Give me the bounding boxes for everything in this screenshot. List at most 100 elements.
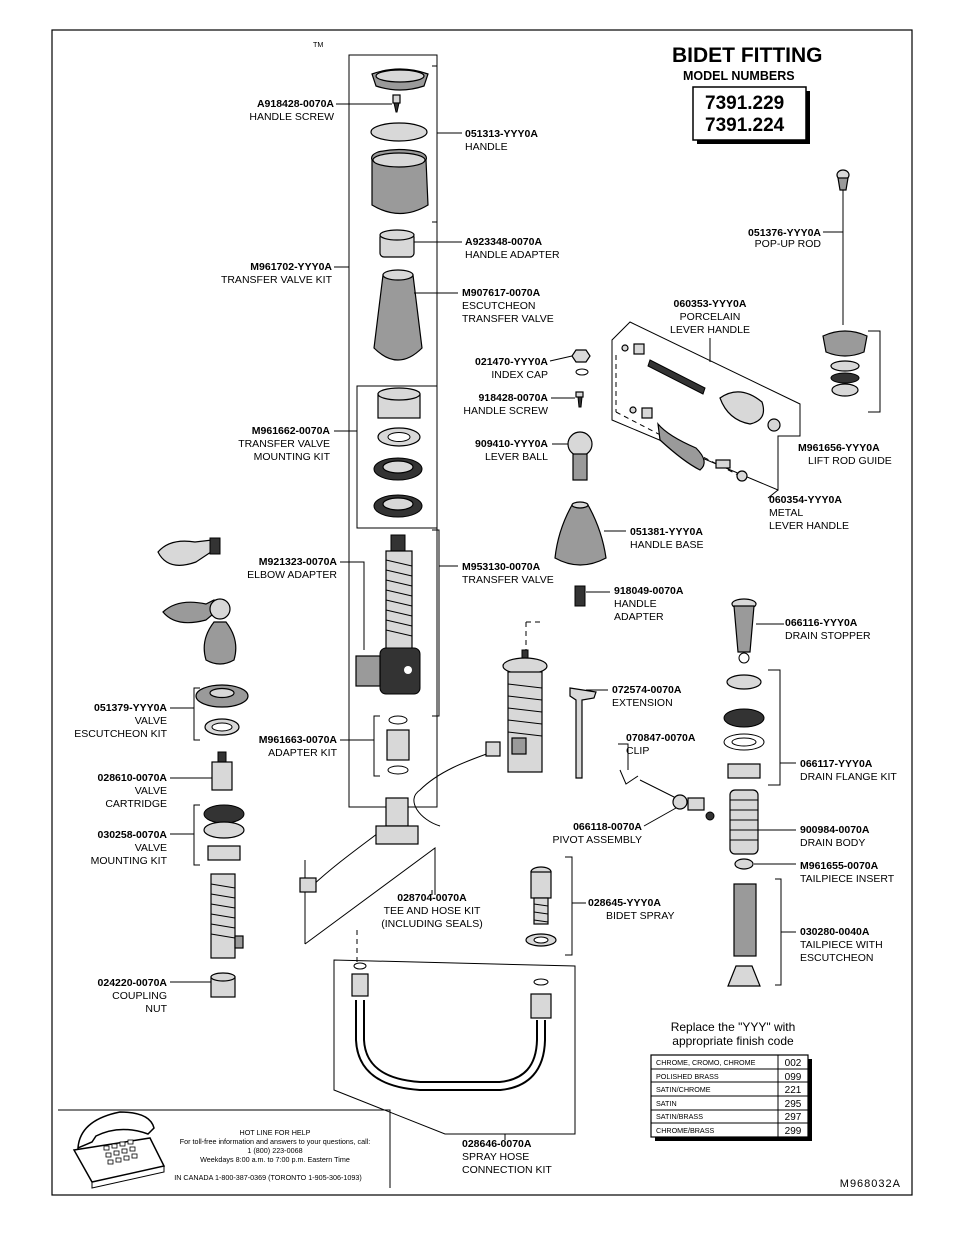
- part-description: VALVE: [135, 785, 167, 797]
- part-number: 028646-0070A: [462, 1138, 532, 1150]
- hotline-box: HOT LINE FOR HELP For toll-free informat…: [58, 1109, 391, 1189]
- valve-mounting-parts: [203, 804, 245, 861]
- lever-handle-screw-part: [575, 391, 584, 408]
- part-description: TAILPIECE INSERT: [800, 873, 895, 885]
- part-description: ELBOW ADAPTER: [247, 569, 337, 581]
- callout-handle-adapter: A923348-0070A HANDLE ADAPTER: [465, 236, 560, 261]
- part-description: LEVER BALL: [485, 451, 548, 463]
- part-number: 060354-YYY0A: [769, 494, 842, 506]
- drain-body-part: [729, 789, 759, 855]
- model-number-2: 7391.224: [705, 115, 785, 136]
- part-number: A918428-0070A: [257, 98, 334, 110]
- part-description: LIFT ROD GUIDE: [808, 455, 892, 467]
- handle-part: [370, 122, 429, 215]
- part-number: 066117-YYY0A: [800, 758, 873, 770]
- part-number: 070847-0070A: [626, 732, 696, 744]
- part-number: A923348-0070A: [465, 236, 542, 248]
- valve-escutcheon-part: [195, 684, 249, 736]
- callout-pivot-assembly: 066118-0070A PIVOT ASSEMBLY: [553, 821, 643, 846]
- handle-adapter-spring-part: [574, 585, 586, 607]
- finish-row: POLISHED BRASS 099: [656, 1072, 802, 1083]
- finish-name: SATIN: [656, 1099, 677, 1108]
- callout-lever-ball: 909410-YYY0A LEVER BALL: [475, 438, 548, 463]
- metal-lever-assembly-part: [629, 406, 748, 482]
- part-number: 909410-YYY0A: [475, 438, 548, 450]
- tailpiece-part: [727, 883, 761, 987]
- callout-valve-cartridge: 028610-0070A VALVE CARTRIDGE: [98, 772, 168, 810]
- model-number-1: 7391.229: [705, 93, 784, 114]
- part-description: ADAPTER KIT: [268, 747, 337, 759]
- index-cap-part: [571, 349, 591, 376]
- page-title: BIDET FITTING: [672, 44, 823, 67]
- handle-adapter-part: [379, 229, 415, 258]
- finish-name: POLISHED BRASS: [656, 1072, 719, 1081]
- gasket-part-1: [373, 457, 423, 481]
- part-number: 051381-YYY0A: [630, 526, 703, 538]
- callout-tailpiece-with-escutcheon: 030280-0040A TAILPIECE WITH ESCUTCHEON: [800, 926, 883, 964]
- callout-index-cap: 021470-YYY0A INDEX CAP: [475, 356, 548, 381]
- part-description: MOUNTING KIT: [91, 855, 168, 867]
- part-description: HANDLE SCREW: [463, 405, 548, 417]
- hotline-hours: Weekdays 8:00 a.m. to 7:00 p.m. Eastern …: [200, 1155, 350, 1164]
- finish-code: 295: [785, 1099, 802, 1110]
- finish-row: CHROME, CROMO, CHROME 002: [656, 1058, 802, 1069]
- part-description: DRAIN BODY: [800, 837, 865, 849]
- callout-porcelain-lever-handle: 060353-YYY0A PORCELAIN LEVER HANDLE: [670, 298, 750, 336]
- callout-handle: 051313-YYY0A HANDLE: [465, 128, 538, 153]
- callout-lift-rod-guide: M961656-YYY0A LIFT ROD GUIDE: [798, 442, 892, 467]
- callout-valve-mounting-kit: 030258-0070A VALVE MOUNTING KIT: [91, 829, 168, 867]
- callout-tee-and-hose-kit: 028704-0070A TEE AND HOSE KIT (INCLUDING…: [381, 892, 483, 930]
- part-description: NUT: [145, 1003, 167, 1015]
- page-border: [51, 29, 913, 1196]
- part-description: LEVER HANDLE: [769, 520, 849, 532]
- part-number: 051376-YYY0A: [748, 227, 821, 239]
- finish-name: CHROME, CROMO, CHROME: [656, 1058, 756, 1067]
- part-number: M961662-0070A: [252, 425, 331, 437]
- part-number: 028645-YYY0A: [588, 897, 661, 909]
- handle-cap-part: [371, 68, 429, 91]
- handle-screw-part: [392, 94, 401, 113]
- part-number: M961656-YYY0A: [798, 442, 880, 454]
- part-description: VALVE: [135, 842, 167, 854]
- finish-code: 221: [785, 1085, 802, 1096]
- callout-elbow-adapter: M921323-0070A ELBOW ADAPTER: [247, 556, 337, 581]
- callout-drain-body: 900984-0070A DRAIN BODY: [800, 824, 870, 849]
- callout-adapter-kit: M961663-0070A ADAPTER KIT: [259, 734, 338, 759]
- assembly-alignment-lines: [356, 355, 739, 966]
- part-description: INDEX CAP: [491, 369, 548, 381]
- part-description: PIVOT ASSEMBLY: [553, 834, 642, 846]
- washer-part: [377, 427, 421, 447]
- part-description: COUPLING: [112, 990, 167, 1002]
- part-description: LEVER HANDLE: [670, 324, 750, 336]
- part-number: M961702-YYY0A: [250, 261, 332, 273]
- part-number: M953130-0070A: [462, 561, 541, 573]
- part-number: 024220-0070A: [98, 977, 168, 989]
- lift-rod-guide-part: [822, 330, 868, 397]
- pivot-assembly-part: [639, 779, 715, 821]
- porcelain-lever-handle-part: [157, 537, 221, 566]
- part-description: VALVE: [135, 715, 167, 727]
- part-description: MOUNTING KIT: [254, 451, 331, 463]
- part-description: BIDET SPRAY: [606, 910, 674, 922]
- finish-name: CHROME/BRASS: [656, 1126, 715, 1135]
- finish-row: SATIN/CHROME 221: [656, 1085, 802, 1096]
- finish-row: SATIN/BRASS 297: [656, 1112, 802, 1123]
- callout-handle-adapter-918049: 918049-0070A HANDLE ADAPTER: [614, 585, 684, 623]
- part-description: TRANSFER VALVE: [238, 438, 330, 450]
- part-number: 030258-0070A: [98, 829, 168, 841]
- callout-tailpiece-insert: M961655-0070A TAILPIECE INSERT: [800, 860, 895, 885]
- callout-pop-up-rod: 051376-YYY0A POP-UP ROD: [748, 227, 821, 250]
- finish-row: SATIN 295: [656, 1099, 802, 1110]
- part-description: DRAIN FLANGE KIT: [800, 771, 897, 783]
- callout-handle-screw: A918428-0070A HANDLE SCREW: [249, 98, 334, 123]
- finish-note-line-1: Replace the "YYY" with: [671, 1020, 796, 1034]
- part-description: TEE AND HOSE KIT: [384, 905, 481, 917]
- part-description: TAILPIECE WITH: [800, 939, 883, 951]
- tailpiece-insert-part: [734, 858, 754, 870]
- finish-row: CHROME/BRASS 299: [656, 1126, 802, 1137]
- callout-transfer-valve-mounting-kit: M961662-0070A TRANSFER VALVE MOUNTING KI…: [238, 425, 330, 463]
- callout-extension: 072574-0070A EXTENSION: [612, 684, 682, 709]
- callout-leader-lines: [170, 103, 843, 1140]
- metal-lever-handle-part: [162, 598, 237, 665]
